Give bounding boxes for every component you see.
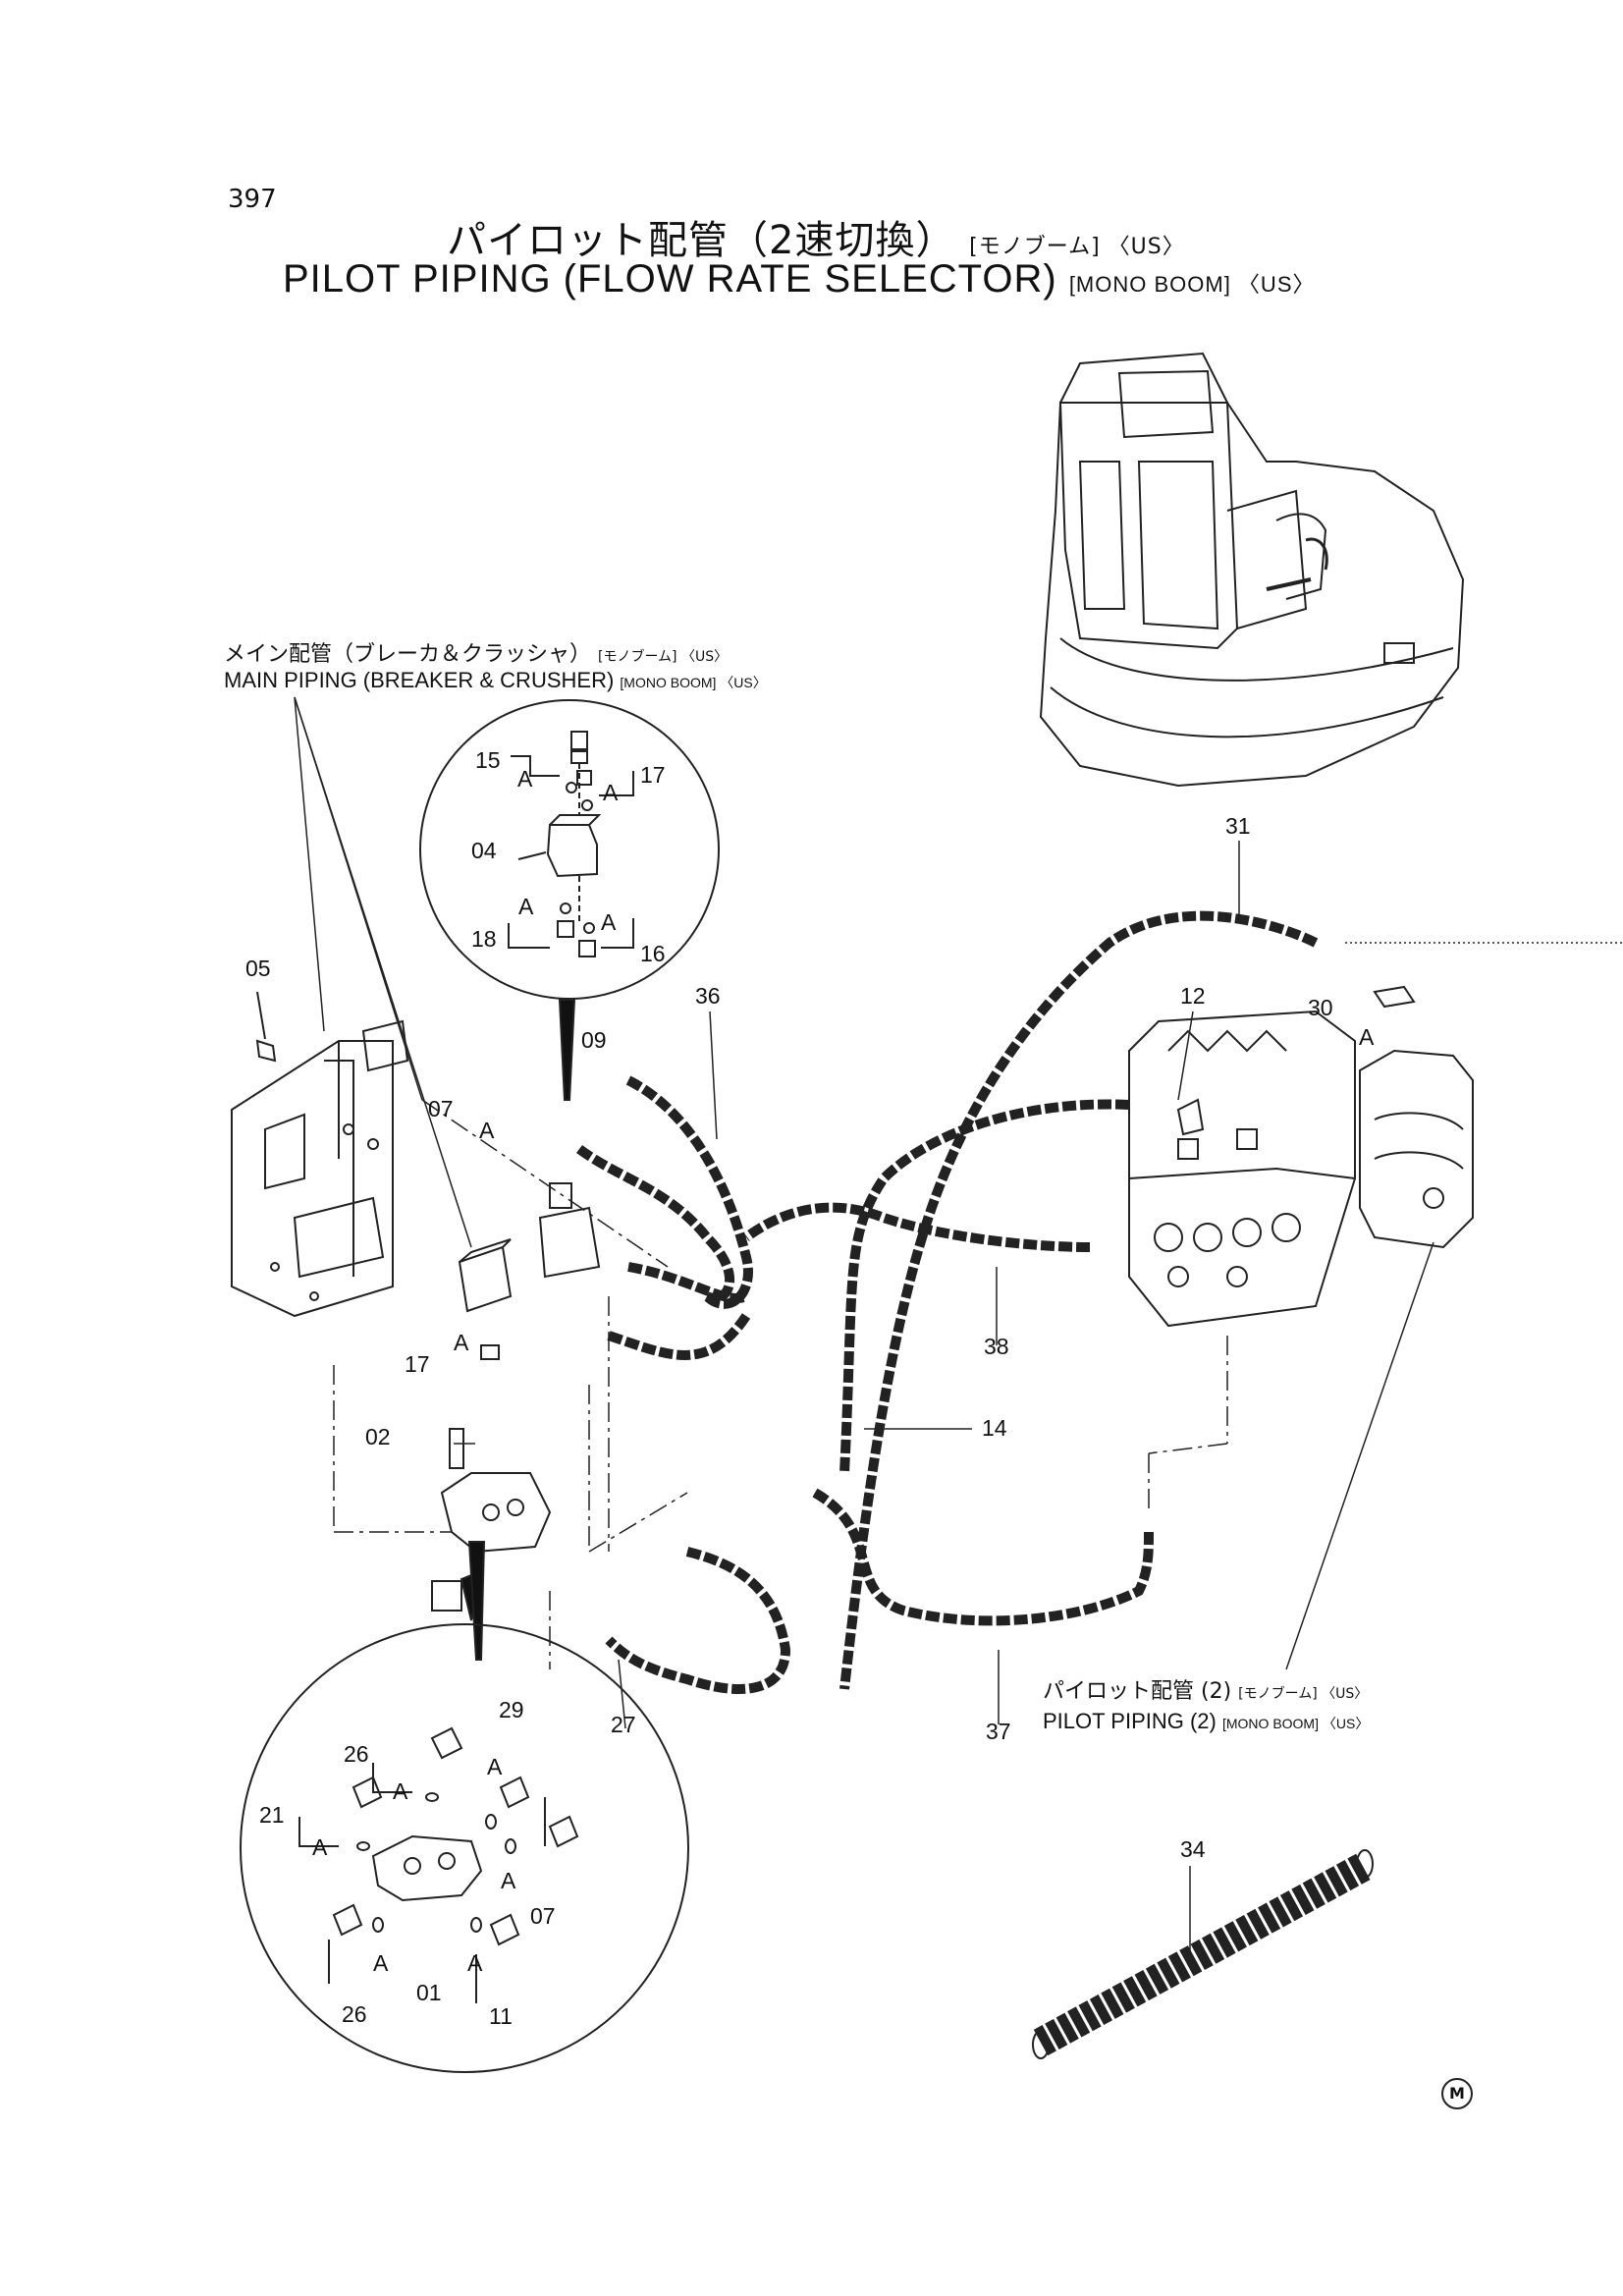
- callout-21: 21: [259, 1802, 285, 1828]
- joint-mark-a: A: [501, 1868, 516, 1893]
- detail-circle-solenoid-valve: [419, 699, 720, 1000]
- callout-18: 18: [471, 926, 497, 952]
- ref-main-piping-jp-suffix: [モノブーム] 〈US〉: [598, 649, 729, 665]
- ref-pilot-piping-2-jp-main: パイロット配管 (2): [1043, 1679, 1232, 1704]
- solenoid-valve-main: [538, 1206, 601, 1279]
- manifold-block-lower: [431, 1428, 552, 1612]
- joint-mark-a: A: [467, 1950, 483, 1976]
- callout-01: 01: [416, 1980, 442, 2005]
- title-english-suffix: [MONO BOOM] 〈US〉: [1068, 272, 1316, 297]
- joint-mark-a: A: [312, 1834, 328, 1860]
- title-japanese-suffix: [モノブーム] 〈US〉: [969, 235, 1185, 259]
- ref-pilot-piping-2-en-main: PILOT PIPING (2): [1043, 1709, 1217, 1733]
- ref-pilot-piping-2-jp-suffix: [モノブーム] 〈US〉: [1238, 1686, 1369, 1702]
- mounting-bracket: [231, 1019, 409, 1318]
- callout-27: 27: [611, 1712, 636, 1737]
- callout-30: 30: [1308, 995, 1333, 1020]
- callout-29: 29: [499, 1697, 524, 1722]
- title-japanese-main: パイロット配管（2速切換）: [447, 218, 956, 263]
- auxiliary-valve-block: [1359, 1049, 1474, 1249]
- detail-pointer-top: [558, 999, 576, 1101]
- connection-lines: [333, 942, 1623, 1669]
- callout-37: 37: [986, 1719, 1011, 1744]
- title-english: PILOT PIPING (FLOW RATE SELECTOR) [MONO …: [283, 257, 1316, 301]
- fitting-12: [1176, 1098, 1205, 1136]
- callout-26-top: 26: [344, 1741, 369, 1767]
- callout-38: 38: [984, 1334, 1009, 1359]
- ref-pilot-piping-2-en: PILOT PIPING (2) [MONO BOOM] 〈US〉: [1043, 1709, 1369, 1734]
- manufacturer-mark: M: [1441, 2078, 1473, 2109]
- callout-36: 36: [695, 983, 721, 1009]
- joint-mark-a: A: [393, 1778, 408, 1804]
- excavator-body-illustration: [1039, 352, 1465, 788]
- joint-mark-a: A: [454, 1330, 469, 1355]
- joint-mark-a: A: [603, 780, 619, 805]
- joint-mark-a: A: [601, 909, 617, 935]
- joint-mark-a: A: [373, 1950, 389, 1976]
- callout-16: 16: [640, 941, 666, 966]
- callout-04: 04: [471, 838, 497, 863]
- joint-mark-a: A: [479, 1118, 495, 1143]
- callout-11: 11: [489, 2003, 513, 2029]
- callout-09: 09: [581, 1027, 607, 1053]
- joint-mark-a: A: [487, 1754, 503, 1779]
- title-english-main: PILOT PIPING (FLOW RATE SELECTOR): [283, 257, 1057, 301]
- callout-34: 34: [1180, 1836, 1206, 1862]
- corrugated-tube-34: [1032, 1849, 1374, 2059]
- ref-main-piping-en: MAIN PIPING (BREAKER & CRUSHER) [MONO BO…: [224, 668, 767, 693]
- joint-mark-a: A: [518, 894, 534, 919]
- leader-lines: [294, 696, 1434, 1954]
- callout-07-bottom: 07: [530, 1903, 556, 1929]
- ref-main-piping-jp-main: メイン配管（ブレーカ＆クラッシャ）: [224, 642, 592, 667]
- joint-mark-a: A: [517, 766, 533, 792]
- fitting-30: [1373, 985, 1416, 1009]
- callout-17-top: 17: [640, 762, 666, 788]
- control-valve-block: [1128, 1010, 1356, 1328]
- ref-main-piping-en-main: MAIN PIPING (BREAKER & CRUSHER): [224, 668, 615, 692]
- callout-17-bracket: 17: [405, 1351, 430, 1377]
- callout-26-bottom: 26: [342, 2001, 367, 2027]
- solenoid-block-small: [458, 1245, 513, 1313]
- callout-02: 02: [365, 1424, 391, 1449]
- joint-mark-a: A: [1359, 1024, 1375, 1050]
- callout-15: 15: [475, 747, 501, 773]
- ref-main-piping-jp: メイン配管（ブレーカ＆クラッシャ） [モノブーム] 〈US〉: [224, 636, 728, 668]
- detail-pointer-bottom: [467, 1541, 486, 1661]
- ref-pilot-piping-2-en-suffix: [MONO BOOM] 〈US〉: [1221, 1716, 1370, 1731]
- hose-group: [576, 910, 1319, 1694]
- callout-14: 14: [982, 1415, 1007, 1441]
- title-japanese: パイロット配管（2速切換） [モノブーム] 〈US〉: [447, 208, 1185, 265]
- callout-07-top: 07: [428, 1096, 454, 1121]
- bolt-05: [255, 1039, 277, 1063]
- plug-17b: [480, 1344, 500, 1360]
- detail-circle-manifold: [240, 1623, 689, 2073]
- callout-12: 12: [1180, 983, 1206, 1009]
- callout-05: 05: [245, 956, 271, 981]
- ref-pilot-piping-2-jp: パイロット配管 (2) [モノブーム] 〈US〉: [1043, 1673, 1368, 1705]
- ref-main-piping-en-suffix: [MONO BOOM] 〈US〉: [620, 675, 767, 690]
- page-number: 397: [228, 185, 277, 214]
- callout-31: 31: [1225, 813, 1251, 839]
